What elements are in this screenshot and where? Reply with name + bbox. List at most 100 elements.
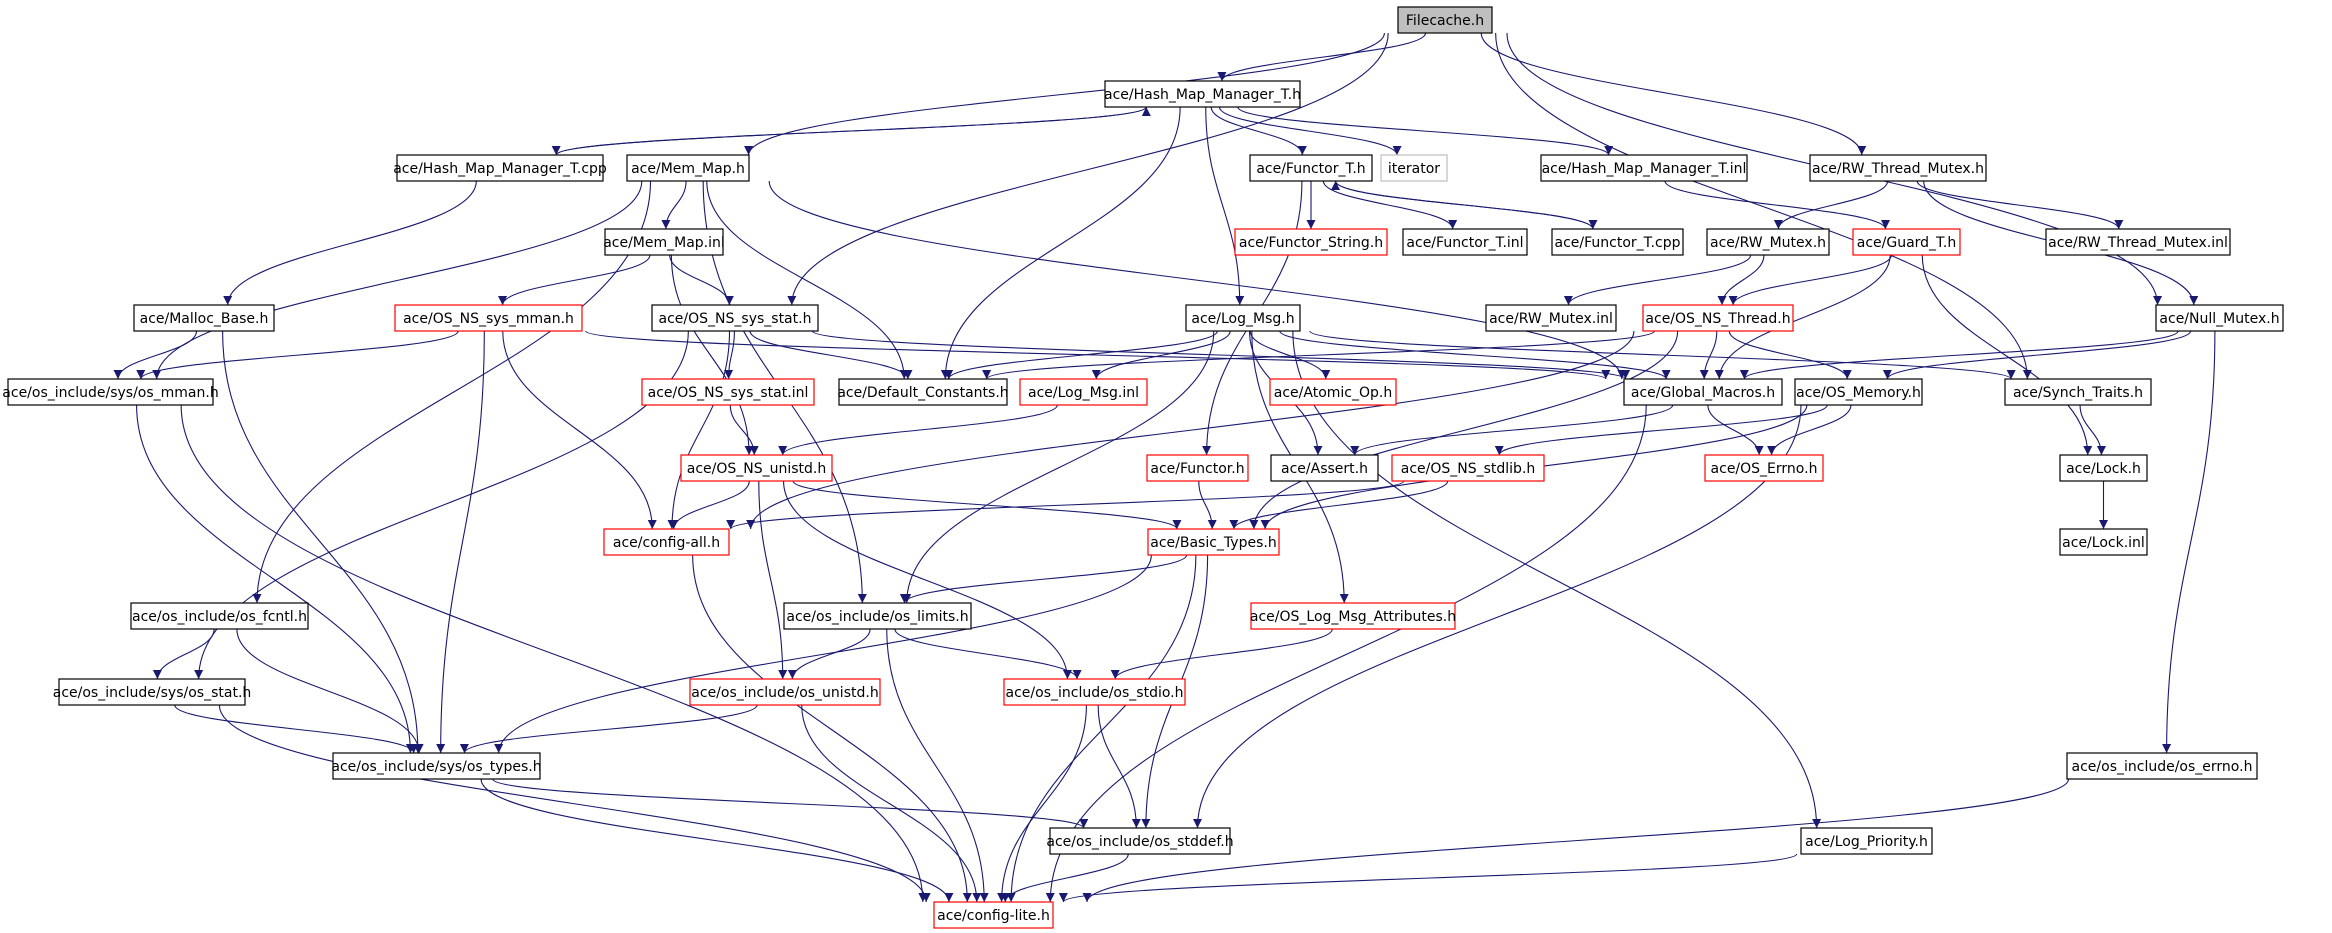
node-functor-string-h[interactable]: ace/Functor_String.h (1234, 228, 1388, 256)
edge-functor_t_h-to-functor_t_inl (1322, 180, 1458, 230)
edge-global_macros_h-to-os_errno_h (1707, 404, 1764, 456)
node-iterator[interactable]: iterator (1380, 154, 1448, 182)
node-rw-mutex-h[interactable]: ace/RW_Mutex.h (1706, 228, 1830, 256)
edge-functor_t_cpp-to-functor_t_h (1331, 180, 1594, 230)
node-os-log-msg-attributes-h[interactable]: ace/OS_Log_Msg_Attributes.h (1250, 602, 1456, 630)
node-functor-t-cpp[interactable]: ace/Functor_T.cpp (1551, 228, 1684, 256)
node-os-limits-h[interactable]: ace/os_include/os_limits.h (783, 602, 972, 630)
node-config-lite-h[interactable]: ace/config-lite.h (933, 901, 1054, 929)
node-label: ace/Malloc_Base.h (140, 311, 269, 327)
edge-os_ns_stdlib_h-to-basic_types_h (1229, 480, 1449, 530)
node-box (394, 304, 583, 332)
edge-rw_mutex_h-to-rw_mutex_inl (1563, 254, 1752, 306)
node-label: ace/Log_Priority.h (1805, 834, 1928, 850)
node-box (1146, 454, 1249, 482)
node-os-ns-sys-stat-h[interactable]: ace/OS_NS_sys_stat.h (651, 304, 819, 332)
node-label: ace/os_include/sys/os_types.h (331, 759, 541, 775)
node-label: ace/OS_NS_sys_stat.inl (648, 385, 809, 401)
node-label: ace/Mem_Map.h (631, 161, 745, 177)
edge-os_fcntl_h-to-sys_os_stat_h (152, 628, 215, 680)
edge-os_ns_sys_mman_h-to-sys_os_types_h (436, 330, 485, 754)
node-config-all-h[interactable]: ace/config-all.h (603, 528, 730, 556)
node-box (396, 154, 604, 182)
node-mem-map-inl[interactable]: ace/Mem_Map.inl (603, 228, 725, 256)
node-label: ace/os_include/os_unistd.h (691, 685, 878, 701)
node-atomic-op-h[interactable]: ace/Atomic_Op.h (1269, 378, 1397, 406)
node-os-stdio-h[interactable]: ace/os_include/os_stdio.h (1003, 678, 1186, 706)
node-label: ace/Mem_Map.inl (603, 235, 725, 251)
edge-malloc_base_h-to-sys_os_types_h (222, 330, 423, 754)
node-os-ns-sys-stat-inl[interactable]: ace/OS_NS_sys_stat.inl (641, 378, 815, 406)
node-box (1147, 528, 1280, 556)
node-label: iterator (1388, 161, 1440, 177)
node-global-macros-h[interactable]: ace/Global_Macros.h (1623, 378, 1783, 406)
node-os-stddef-h[interactable]: ace/os_include/os_stddef.h (1046, 827, 1234, 855)
node-box (1104, 80, 1301, 108)
node-synch-traits-h[interactable]: ace/Synch_Traits.h (2004, 378, 2152, 406)
node-log-priority-h[interactable]: ace/Log_Priority.h (1800, 827, 1933, 855)
node-os-ns-sys-mman-h[interactable]: ace/OS_NS_sys_mman.h (394, 304, 583, 332)
node-default-constants-h[interactable]: ace/Default_Constants.h (837, 378, 1009, 406)
node-rw-mutex-inl[interactable]: ace/RW_Mutex.inl (1485, 304, 1617, 332)
node-os-fcntl-h[interactable]: ace/os_include/os_fcntl.h (130, 602, 309, 630)
node-mem-map-h[interactable]: ace/Mem_Map.h (626, 154, 750, 182)
edge-mem_map_h-to-os_fcntl_h (252, 180, 652, 604)
node-rw-thread-mutex-inl[interactable]: ace/RW_Thread_Mutex.inl (2045, 228, 2231, 256)
node-os-memory-h[interactable]: ace/OS_Memory.h (1794, 378, 1923, 406)
node-label: ace/Guard_T.h (1857, 235, 1957, 251)
node-os-ns-thread-h[interactable]: ace/OS_NS_Thread.h (1642, 304, 1794, 332)
edge-log_msg_h-to-log_msg_inl (1091, 330, 1231, 380)
node-lock-h[interactable]: ace/Lock.h (2059, 454, 2148, 482)
edge-hmm_t_h-to-default_constants_h (940, 106, 1181, 380)
node-log-msg-h[interactable]: ace/Log_Msg.h (1185, 304, 1301, 332)
node-os-ns-stdlib-h[interactable]: ace/OS_NS_stdlib.h (1391, 454, 1545, 482)
edge-sys_os_mman_h-to-config_lite_h (180, 404, 928, 903)
edge-sys_os_types_h-to-os_stddef_h (492, 778, 1088, 829)
node-rw-thread-mutex-h[interactable]: ace/RW_Thread_Mutex.h (1809, 154, 1987, 182)
node-malloc-base-h[interactable]: ace/Malloc_Base.h (133, 304, 275, 332)
node-hmm-t-h[interactable]: ace/Hash_Map_Manager_T.h (1104, 80, 1301, 108)
edge-config_all_h-to-config_lite_h (692, 554, 972, 903)
node-label: ace/RW_Thread_Mutex.inl (2048, 235, 2228, 251)
node-os-unistd-h[interactable]: ace/os_include/os_unistd.h (689, 678, 881, 706)
node-functor-h[interactable]: ace/Functor.h (1146, 454, 1249, 482)
node-sys-os-types-h[interactable]: ace/os_include/sys/os_types.h (331, 752, 542, 780)
node-box (933, 901, 1054, 929)
node-functor-t-inl[interactable]: ace/Functor_T.inl (1402, 228, 1528, 256)
node-lock-inl[interactable]: ace/Lock.inl (2059, 528, 2148, 556)
node-basic-types-h[interactable]: ace/Basic_Types.h (1147, 528, 1280, 556)
node-assert-h[interactable]: ace/Assert.h (1270, 454, 1379, 482)
node-box (641, 378, 815, 406)
node-box (2066, 752, 2258, 780)
node-filecache[interactable]: Filecache.h (1397, 6, 1493, 34)
node-guard-t-h[interactable]: ace/Guard_T.h (1852, 228, 1961, 256)
edge-os_ns_sys_stat_h-to-default_constants_h (749, 330, 913, 380)
node-os-ns-unistd-h[interactable]: ace/OS_NS_unistd.h (680, 454, 833, 482)
node-log-msg-inl[interactable]: ace/Log_Msg.inl (1019, 378, 1148, 406)
node-box (1003, 678, 1186, 706)
node-functor-t-h[interactable]: ace/Functor_T.h (1249, 154, 1373, 182)
edge-os_limits_h-to-os_unistd_h (787, 628, 871, 680)
edge-os_errno_inc_h-to-config_lite_h (1082, 778, 2070, 903)
node-label: ace/Lock.inl (2062, 535, 2145, 551)
edge-sys_os_types_h-to-config_lite_h (480, 778, 954, 903)
node-sys-os-stat-h[interactable]: ace/os_include/sys/os_stat.h (53, 678, 252, 706)
edge-os_limits_h-to-config_lite_h (886, 628, 989, 903)
node-box (1402, 228, 1528, 256)
node-box (58, 678, 246, 706)
node-null-mutex-h[interactable]: ace/Null_Mutex.h (2155, 304, 2284, 332)
node-label: ace/OS_Errno.h (1711, 461, 1818, 477)
node-sys-os-mman-h[interactable]: ace/os_include/sys/os_mman.h (2, 378, 219, 406)
node-hmm-t-cpp[interactable]: ace/Hash_Map_Manager_T.cpp (393, 154, 607, 182)
edge-basic_types_h-to-config_lite_h (1006, 554, 1197, 903)
edge-rw_thread_mutex_h-to-rw_mutex_h (1773, 180, 1889, 230)
edge-log_msg_h-to-atomic_op_h (1249, 330, 1331, 380)
node-label: ace/Hash_Map_Manager_T.h (1104, 87, 1301, 103)
node-hmm-t-inl[interactable]: ace/Hash_Map_Manager_T.inl (1540, 154, 1748, 182)
node-os-errno-h[interactable]: ace/OS_Errno.h (1704, 454, 1824, 482)
node-label: ace/os_include/os_limits.h (786, 609, 968, 625)
node-os-errno-inc-h[interactable]: ace/os_include/os_errno.h (2066, 752, 2258, 780)
node-box (1391, 454, 1545, 482)
edge-os_ns_sys_stat_h-to-global_macros_h (811, 330, 1630, 380)
edge-rw_thread_mutex_h-to-rw_thread_mutex_inl (1916, 180, 2124, 230)
